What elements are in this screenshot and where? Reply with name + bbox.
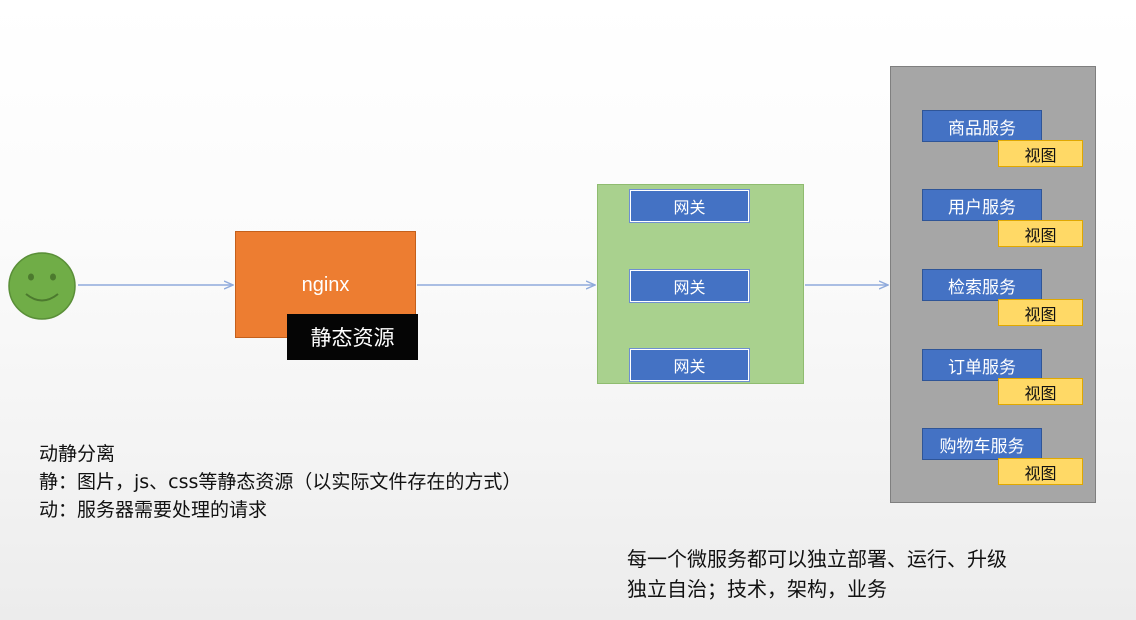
static-dynamic-notes: 动静分离 静：图片，js、css等静态资源（以实际文件存在的方式） 动：服务器需…: [39, 440, 521, 524]
service-node-search: 检索服务: [922, 269, 1042, 301]
gateway-node: 网关: [629, 348, 750, 382]
gateway-cluster: 网关 网关 网关: [597, 184, 804, 384]
note-autonomy: 独立自治；技术，架构，业务: [627, 577, 887, 601]
note-static: 静：图片，js、css等静态资源（以实际文件存在的方式）: [39, 471, 522, 493]
gateway-node: 网关: [629, 189, 750, 223]
gateway-node: 网关: [629, 269, 750, 303]
note-title: 动静分离: [39, 443, 116, 465]
static-resources-node: 静态资源: [287, 314, 418, 360]
service-node-user: 用户服务: [922, 189, 1042, 221]
service-node-cart: 购物车服务: [922, 428, 1042, 460]
service-node-order: 订单服务: [922, 349, 1042, 381]
service-node-product: 商品服务: [922, 110, 1042, 142]
view-node: 视图: [998, 140, 1083, 167]
nginx-label: nginx: [301, 274, 350, 296]
view-node: 视图: [998, 458, 1083, 485]
note-dynamic: 动：服务器需要处理的请求: [39, 499, 268, 521]
view-node: 视图: [998, 299, 1083, 326]
microservices-cluster: 商品服务 视图 用户服务 视图 检索服务 视图 订单服务 视图 购物车服务 视图: [890, 66, 1096, 503]
user-smiley-icon: [7, 251, 77, 321]
view-node: 视图: [998, 378, 1083, 405]
note-deploy: 每一个微服务都可以独立部署、运行、升级: [627, 547, 1007, 571]
microservice-notes: 每一个微服务都可以独立部署、运行、升级 独立自治；技术，架构，业务: [627, 544, 1007, 604]
view-node: 视图: [998, 220, 1083, 247]
